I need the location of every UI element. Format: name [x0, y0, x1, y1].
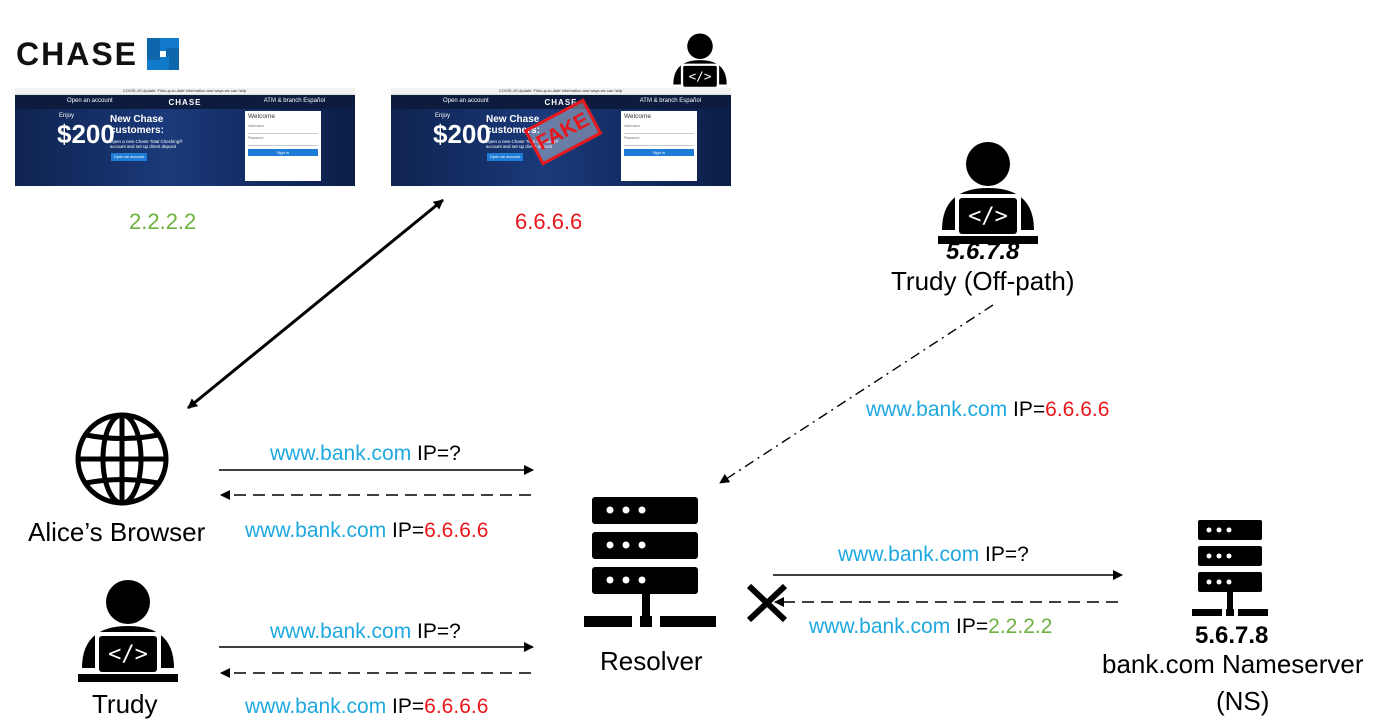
site-hero: Enjoy $200 New Chase customers: Open a n…: [391, 109, 731, 186]
offpath-spoof-arrow: [719, 304, 994, 484]
ns-reply-label: www.bank.com IP=2.2.2.2: [809, 615, 1053, 638]
site-hero: Enjoy $200 New Chase customers: Open a n…: [15, 109, 355, 186]
hero-open-account-button: Open an account: [487, 153, 523, 161]
hero-body: Open a new Chase Total Checking® account…: [486, 139, 559, 150]
alice-browser-label: Alice’s Browser: [28, 517, 206, 547]
site-logo: CHASE: [168, 98, 202, 107]
real-site-screenshot: COVID-19 Update: Find up-to-date informa…: [15, 88, 355, 186]
login-title: Welcome: [624, 113, 651, 120]
hacker-icon-trudy: </>: [78, 580, 178, 682]
nameserver-server-icon: [1192, 520, 1268, 616]
nav-right-links: ATM & branch Español: [639, 98, 701, 104]
site-nav: Open an account CHASE ATM & branch Españ…: [391, 95, 731, 109]
chase-octagon-icon: [147, 38, 179, 70]
login-sign-in: Sign in: [248, 149, 318, 156]
blocked-cross-icon: [746, 583, 788, 623]
nameserver-label: bank.com Nameserver: [1102, 649, 1364, 679]
login-panel: Welcome Username Password Sign in: [621, 111, 697, 181]
covid-banner: COVID-19 Update: Find up-to-date informa…: [391, 88, 731, 95]
hacker-icon-offpath: </>: [938, 142, 1038, 244]
resolver-server-icon: [584, 497, 716, 627]
login-panel: Welcome Username Password Sign in: [245, 111, 321, 181]
login-password: Password: [624, 136, 694, 146]
hero-enjoy: Enjoy: [435, 113, 451, 119]
trudy-label: Trudy: [92, 689, 158, 719]
fake-site-screenshot: COVID-19 Update: Find up-to-date informa…: [391, 88, 731, 186]
nav-right-links: ATM & branch Español: [263, 98, 325, 104]
trudy-reply-label: www.bank.com IP=6.6.6.6: [245, 695, 489, 718]
hero-amount: $200: [57, 119, 115, 149]
trudy-query-label: www.bank.com IP=?: [270, 620, 461, 643]
browser-query-label: www.bank.com IP=?: [270, 442, 461, 465]
globe-icon: [75, 412, 169, 506]
hero-body: Open a new Chase Total Checking® account…: [110, 139, 183, 150]
site-nav: Open an account CHASE ATM & branch Españ…: [15, 95, 355, 109]
hero-headline: New Chase customers:: [486, 114, 540, 136]
svg-text:</>: </>: [688, 69, 711, 84]
site-logo: CHASE: [544, 98, 578, 107]
browser-fake-site-link: [187, 198, 444, 410]
nameserver-ip: 5.6.7.8: [1195, 622, 1269, 649]
resolver-label: Resolver: [600, 646, 703, 676]
svg-text:</>: </>: [108, 642, 148, 667]
hero-open-account-button: Open an account: [111, 153, 147, 161]
nameserver-label-ns: (NS): [1216, 686, 1270, 716]
browser-reply-label: www.bank.com IP=6.6.6.6: [245, 519, 489, 542]
nav-open-account: Open an account: [443, 98, 489, 104]
hacker-icon-top: </>: [671, 33, 729, 93]
login-username: Username: [624, 124, 694, 134]
login-username: Username: [248, 124, 318, 134]
nav-open-account: Open an account: [67, 98, 113, 104]
offpath-spoof-label: www.bank.com IP=6.6.6.6: [866, 398, 1110, 421]
ns-query-label: www.bank.com IP=?: [838, 543, 1029, 566]
real-site-ip: 2.2.2.2: [129, 209, 197, 234]
login-password: Password: [248, 136, 318, 146]
chase-brand-wordmark: CHASE: [16, 36, 139, 72]
covid-banner: COVID-19 Update: Find up-to-date informa…: [15, 88, 355, 95]
svg-text:</>: </>: [968, 204, 1008, 229]
fake-site-ip: 6.6.6.6: [515, 209, 583, 234]
offpath-ip: 5.6.7.8: [946, 238, 1020, 265]
trudy-offpath-label: Trudy (Off-path): [891, 266, 1075, 296]
login-sign-in: Sign in: [624, 149, 694, 156]
hero-amount: $200: [433, 119, 491, 149]
hero-enjoy: Enjoy: [59, 113, 75, 119]
hero-headline: New Chase customers:: [110, 114, 164, 136]
login-title: Welcome: [248, 113, 275, 120]
